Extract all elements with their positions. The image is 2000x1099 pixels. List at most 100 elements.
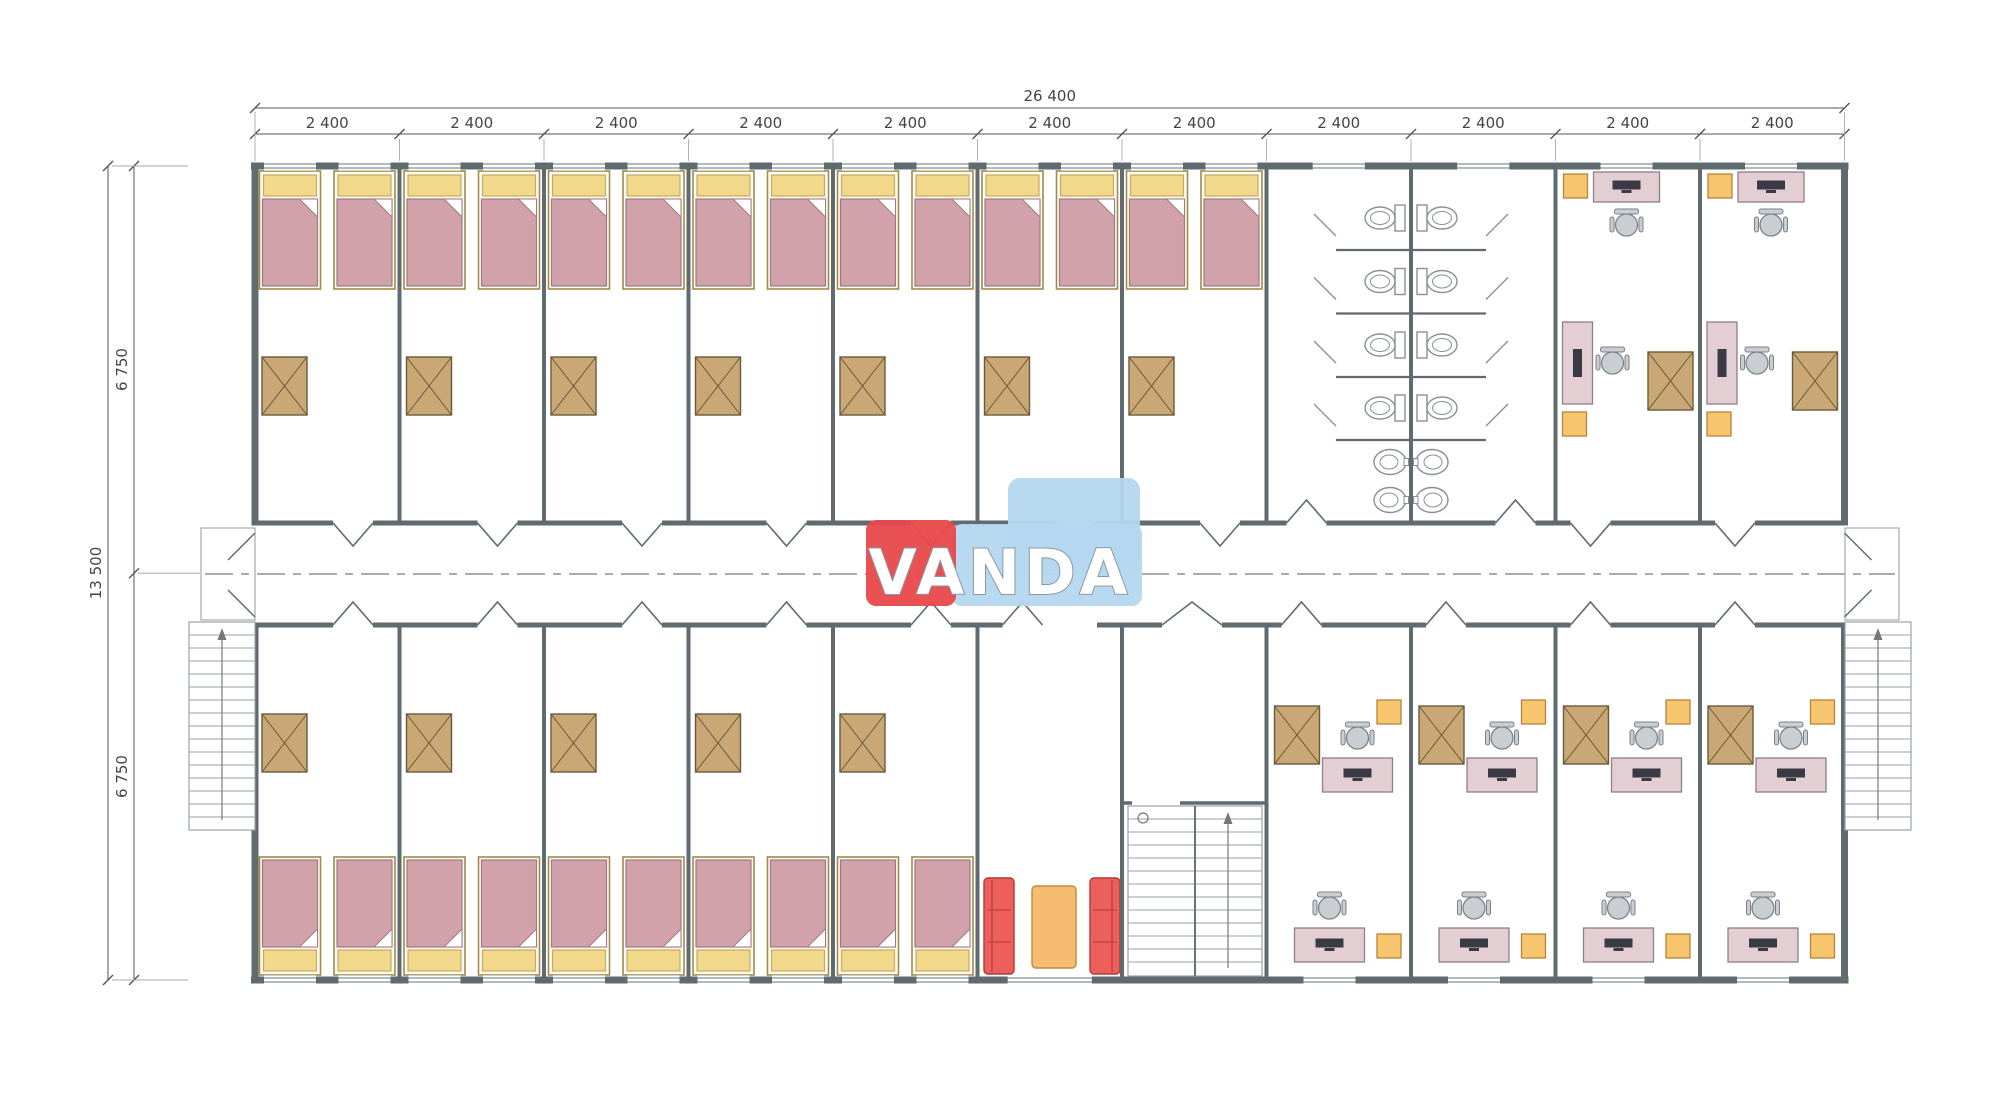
blanket-fold <box>372 927 393 948</box>
dim-tick <box>102 160 114 172</box>
partition-wall-bottom <box>397 627 402 977</box>
toilet <box>1364 204 1406 232</box>
chair-armrest <box>1601 899 1607 916</box>
window <box>772 161 824 171</box>
sink-bowl <box>1423 492 1443 508</box>
sink <box>1413 486 1449 514</box>
dim-tick <box>128 567 140 579</box>
cabinet <box>1562 173 1589 199</box>
door-swing <box>1425 600 1467 626</box>
partition-wall-bottom <box>1409 627 1413 977</box>
chair-armrest <box>1783 216 1788 233</box>
blanket-fold <box>806 927 826 948</box>
dim-segment: 2 400 <box>1462 114 1505 132</box>
pillow <box>407 174 462 197</box>
chair-armrest <box>1754 216 1759 233</box>
bed <box>622 856 685 976</box>
wardrobe <box>839 356 886 416</box>
bed <box>477 170 541 290</box>
wardrobe <box>1273 705 1321 765</box>
corridor-wall-top <box>806 520 911 526</box>
desk <box>1727 927 1799 963</box>
window <box>408 161 461 171</box>
direction-arrow <box>1873 628 1883 640</box>
monitor <box>1573 349 1582 377</box>
door-leaf <box>227 589 256 618</box>
monitor <box>1757 180 1785 190</box>
sink-bowl <box>1379 492 1399 508</box>
wardrobe-cross <box>984 356 1030 416</box>
chair-seat <box>1600 351 1625 375</box>
toilet-tank <box>1416 267 1428 296</box>
sink-tap <box>1403 496 1409 504</box>
dim-segment: 2 400 <box>739 114 782 132</box>
start-marker <box>1137 812 1149 824</box>
dim-total-height: 13 500 <box>87 547 105 600</box>
chair-back <box>1614 208 1639 215</box>
partition-wall-top <box>1120 169 1124 521</box>
partition-wall-bottom <box>831 627 835 977</box>
office-chair <box>1595 346 1630 375</box>
monitor-stand <box>1641 778 1652 781</box>
office-chair <box>1312 891 1347 920</box>
toilet <box>1416 331 1458 359</box>
corridor-wall-bottom <box>951 622 1003 628</box>
pillow <box>481 949 537 972</box>
corridor-wall-top <box>517 520 622 526</box>
logo-text: VANDA <box>868 536 1131 609</box>
chair-back <box>1345 721 1370 728</box>
dim-tick <box>1694 128 1706 140</box>
cabinet <box>1809 933 1836 959</box>
wardrobe-cross <box>1418 705 1465 765</box>
blanket-fold <box>950 927 971 948</box>
cabinet <box>1665 933 1691 959</box>
chair-armrest <box>1629 729 1635 746</box>
chair-armrest <box>1774 729 1779 746</box>
window <box>916 975 969 985</box>
pillow <box>337 174 392 197</box>
pillow <box>1059 174 1115 197</box>
chair-back <box>1750 891 1776 898</box>
bed <box>547 856 611 976</box>
exterior-stairs-right <box>1844 621 1912 831</box>
window <box>697 975 750 985</box>
office-chair <box>1740 346 1774 375</box>
dim-tick <box>972 128 983 140</box>
toilet-tank <box>1394 331 1406 359</box>
dim-segment: 2 400 <box>1028 114 1071 132</box>
chair-back <box>1778 721 1804 728</box>
door-leaf <box>227 532 256 561</box>
wardrobe <box>1791 351 1839 411</box>
cabinet <box>1665 699 1691 725</box>
window <box>1745 161 1797 171</box>
direction-arrow <box>217 628 227 640</box>
blanket-fold <box>442 927 463 948</box>
door-swing <box>1569 522 1612 548</box>
toilet-seat <box>1370 401 1390 415</box>
monitor-stand <box>1766 190 1776 193</box>
monitor-stand <box>1613 948 1624 951</box>
blanket-fold <box>876 198 896 219</box>
partition-wall-top <box>1264 169 1269 521</box>
wardrobe <box>1707 705 1754 765</box>
chair-seat <box>1745 351 1769 375</box>
door-swing <box>1285 498 1328 524</box>
pillow <box>262 174 318 197</box>
blanket <box>914 198 971 287</box>
blanket <box>550 198 608 287</box>
corridor-wall-top <box>1326 520 1496 526</box>
blanket <box>1058 198 1116 287</box>
wardrobe-cross <box>261 713 308 773</box>
window <box>1007 975 1092 985</box>
blanket-fold <box>587 198 607 219</box>
blanket-fold <box>1165 198 1185 219</box>
blanket <box>839 859 897 948</box>
bed <box>258 170 322 290</box>
blanket-fold <box>587 927 607 948</box>
chair-armrest <box>1486 899 1491 916</box>
cabinet <box>1706 411 1732 437</box>
blanket <box>695 198 752 287</box>
window <box>408 975 461 985</box>
wardrobe-cross <box>261 356 308 416</box>
window <box>916 161 969 171</box>
